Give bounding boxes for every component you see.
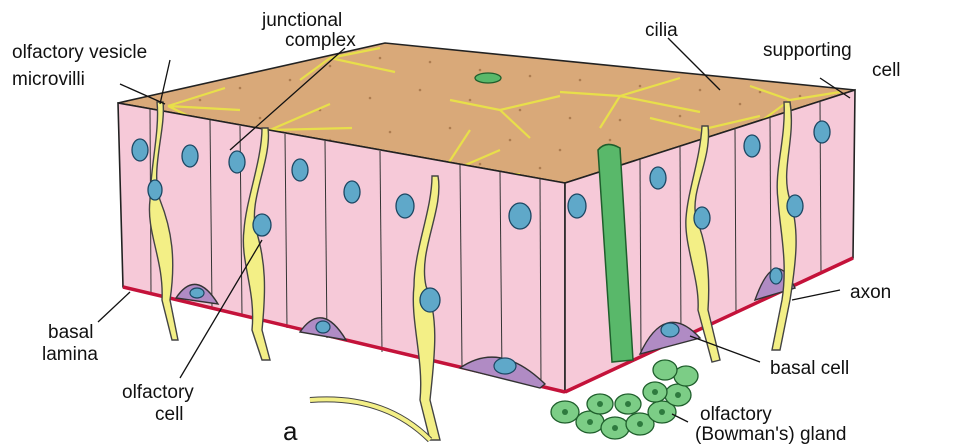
panel-letter: a	[283, 416, 298, 446]
label-basal-lamina-1: basal	[48, 322, 93, 343]
label-olfactory-cell-1: olfactory	[122, 382, 194, 403]
epithelium-block	[118, 43, 855, 440]
label-olfactory-gland-1: olfactory	[700, 404, 772, 425]
label-supporting-cell-2: cell	[872, 60, 901, 81]
label-olfactory-vesicle: olfactory vesicle	[12, 42, 147, 63]
label-axon: axon	[850, 282, 891, 303]
label-supporting-cell-1: supporting	[763, 40, 852, 61]
label-basal-lamina-2: lamina	[42, 344, 98, 365]
label-olfactory-cell-2: cell	[155, 404, 184, 425]
label-cilia: cilia	[645, 20, 678, 41]
label-junctional-complex-1: junctional	[261, 10, 342, 31]
label-olfactory-gland-2: (Bowman's) gland	[695, 424, 846, 445]
label-microvilli: microvilli	[12, 69, 85, 90]
label-junctional-complex-2: complex	[285, 30, 356, 51]
label-basal-cell: basal cell	[770, 358, 849, 379]
gland-pore	[475, 73, 501, 83]
